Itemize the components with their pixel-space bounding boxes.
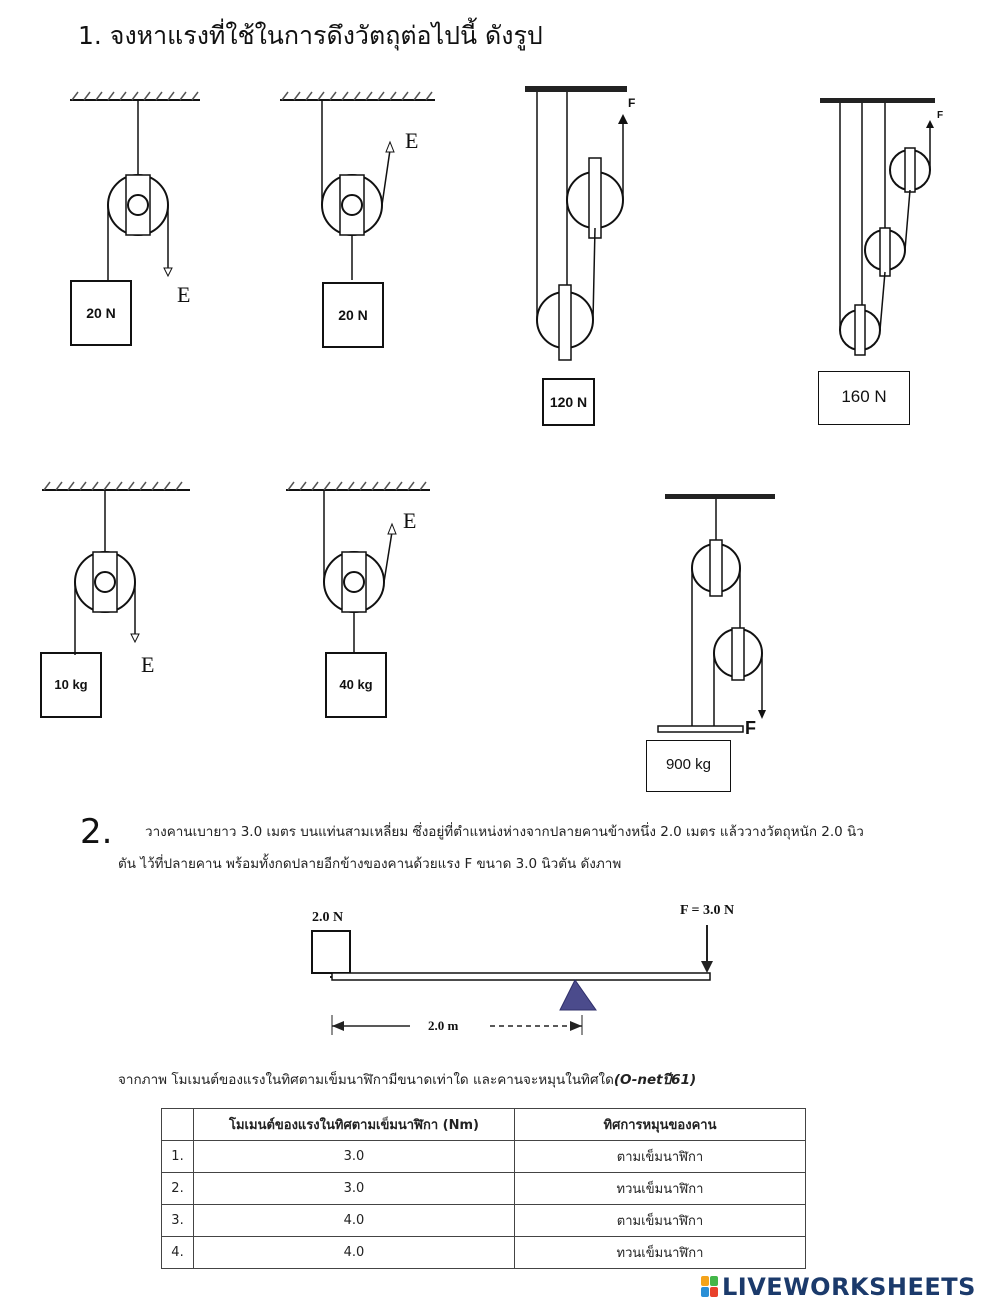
- force-label-7: F: [745, 718, 756, 738]
- question-1-title: 1. จงหาแรงที่ใช้ในการดึงวัตถุต่อไปนี้ ดั…: [78, 21, 543, 50]
- question-2-line-2: ตัน ไว้ที่ปลายคาน พร้อมทั้งกดปลายอีกข้าง…: [118, 856, 622, 872]
- weight-label-1: 20 N: [86, 305, 116, 321]
- force-label-4: F: [937, 110, 944, 121]
- weight-label-5: 10 kg: [54, 677, 88, 692]
- weight-label-3: 120 N: [549, 394, 588, 410]
- weight-label-7: 900 kg: [665, 756, 712, 773]
- pulley-figure-5: [42, 481, 190, 655]
- force-label-2: E: [405, 128, 419, 153]
- weight-label-6: 40 kg: [339, 677, 373, 692]
- row-direction: ตามเข็มนาฬิกา: [514, 1204, 806, 1237]
- answer-table-header: โมเมนต์ของแรงในทิศตามเข็มนาฬิกา (Nm) ทิศ…: [161, 1108, 806, 1141]
- pulley-figure-1: [70, 91, 200, 280]
- force-label-6: E: [403, 508, 417, 533]
- weight-box-7: 900 kg: [646, 740, 731, 792]
- header-moment: โมเมนต์ของแรงในทิศตามเข็มนาฬิกา (Nm): [193, 1108, 515, 1141]
- force-label-3: F: [628, 96, 636, 110]
- row-number: 2.: [161, 1172, 194, 1205]
- row-moment: 4.0: [193, 1236, 515, 1269]
- force-label-1: E: [177, 282, 191, 307]
- question-2-number: 2.: [80, 812, 113, 852]
- row-direction: ตามเข็มนาฬิกา: [514, 1140, 806, 1173]
- table-row[interactable]: 4. 4.0 ทวนเข็มนาฬิกา: [161, 1236, 806, 1269]
- header-direction: ทิศการหมุนของคาน: [514, 1108, 806, 1141]
- row-number: 3.: [161, 1204, 194, 1237]
- weight-box-2: 20 N: [322, 282, 384, 348]
- row-moment: 4.0: [193, 1204, 515, 1237]
- liveworksheets-logo-icon: [701, 1276, 719, 1298]
- weight-box-3: 120 N: [542, 378, 595, 426]
- weight-box-5: 10 kg: [40, 652, 102, 718]
- force-label-5: E: [141, 652, 155, 677]
- pulley-figure-3: [525, 86, 628, 361]
- question-2-source: (O-netปี61): [613, 1072, 697, 1088]
- weight-label-2: 20 N: [338, 307, 368, 323]
- weight-box-1: 20 N: [70, 280, 132, 346]
- liveworksheets-logo-text: LIVEWORKSHEETS: [722, 1273, 976, 1301]
- row-number: 1.: [161, 1140, 194, 1173]
- question-2-prompt: จากภาพ โมเมนต์ของแรงในทิศตามเข็มนาฬิกามี…: [118, 1068, 696, 1090]
- row-direction: ทวนเข็มนาฬิกา: [514, 1236, 806, 1269]
- question-2-line-1: วางคานเบายาว 3.0 เมตร บนแท่นสามเหลี่ยม ซ…: [145, 824, 864, 840]
- lever-mass-label: 2.0 N: [312, 910, 344, 925]
- row-number: 4.: [161, 1236, 194, 1269]
- pulley-figure-7: [657, 494, 775, 733]
- pulley-figure-6: [286, 481, 430, 652]
- lever-diagram: [311, 925, 713, 1035]
- weight-box-4: 160 N: [818, 371, 910, 425]
- question-2-prompt-text: จากภาพ โมเมนต์ของแรงในทิศตามเข็มนาฬิกามี…: [118, 1072, 614, 1088]
- row-moment: 3.0: [193, 1140, 515, 1173]
- pulley-figure-4: [820, 98, 935, 356]
- table-row[interactable]: 3. 4.0 ตามเข็มนาฬิกา: [161, 1204, 806, 1237]
- header-number: [161, 1108, 194, 1141]
- weight-box-6: 40 kg: [325, 652, 387, 718]
- lever-distance-label: 2.0 m: [428, 1018, 459, 1033]
- answer-table: โมเมนต์ของแรงในทิศตามเข็มนาฬิกา (Nm) ทิศ…: [161, 1108, 806, 1269]
- table-row[interactable]: 1. 3.0 ตามเข็มนาฬิกา: [161, 1140, 806, 1173]
- pulley-figure-2: [280, 91, 435, 280]
- weight-label-4: 160 N: [841, 387, 887, 406]
- table-row[interactable]: 2. 3.0 ทวนเข็มนาฬิกา: [161, 1172, 806, 1205]
- row-moment: 3.0: [193, 1172, 515, 1205]
- row-direction: ทวนเข็มนาฬิกา: [514, 1172, 806, 1205]
- lever-force-label: F = 3.0 N: [680, 903, 735, 918]
